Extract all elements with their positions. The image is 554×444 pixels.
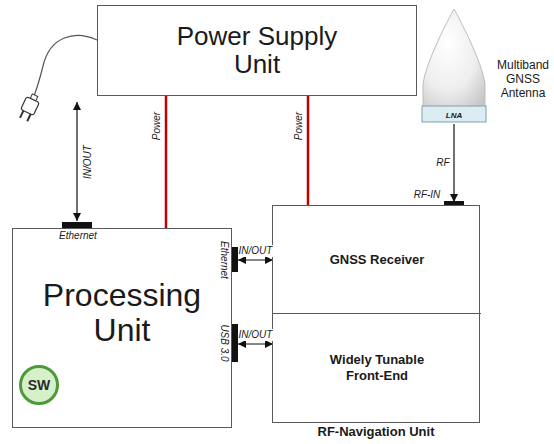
antenna-dome: [420, 6, 488, 124]
node-label: GNSS Receiver: [330, 252, 425, 267]
node-label: Processing Unit: [32, 278, 212, 348]
power-label: Power: [293, 111, 305, 141]
node-label: RF-Navigation Unit: [273, 424, 479, 439]
port-label: USB 3.0: [218, 323, 230, 362]
radome: [423, 9, 485, 107]
signal-label: IN/OUT: [82, 144, 94, 180]
node-label: Multiband GNSS Antenna: [494, 58, 552, 100]
port-label: Ethernet: [218, 240, 230, 280]
signal-arrow: [453, 124, 454, 202]
supply-box: Power Supply Unit: [97, 5, 417, 96]
signal-label: IN/OUT: [238, 329, 274, 341]
process-box: GNSS Receiver: [273, 206, 481, 314]
software-circle: SW: [19, 365, 59, 405]
component-label: LNA: [420, 110, 488, 122]
processing-box: SW Processing Unit: [12, 228, 232, 428]
signal-arrow: [238, 343, 273, 344]
power-line: [165, 96, 168, 228]
node-label: Power Supply Unit: [157, 23, 357, 78]
signal-arrow: [238, 259, 273, 260]
port-label: RF-IN: [413, 189, 442, 201]
power-label: Power: [151, 111, 163, 141]
node-label: SW: [28, 377, 51, 393]
unit-box: GNSS ReceiverWidely Tunable Front-EndRF-…: [272, 205, 480, 423]
node-label: Widely Tunable Front-End: [317, 352, 437, 385]
signal-label: IN/OUT: [238, 245, 274, 257]
port-label: Ethernet: [58, 230, 98, 242]
process-box: Widely Tunable Front-End: [273, 314, 481, 422]
antenna: LNAMultiband GNSS Antenna: [420, 6, 488, 124]
signal-label: RF: [435, 157, 450, 169]
power-cable: [34, 36, 97, 96]
io-arrow: [76, 102, 77, 221]
mains-plug: [17, 92, 41, 122]
power-line: [307, 96, 310, 205]
